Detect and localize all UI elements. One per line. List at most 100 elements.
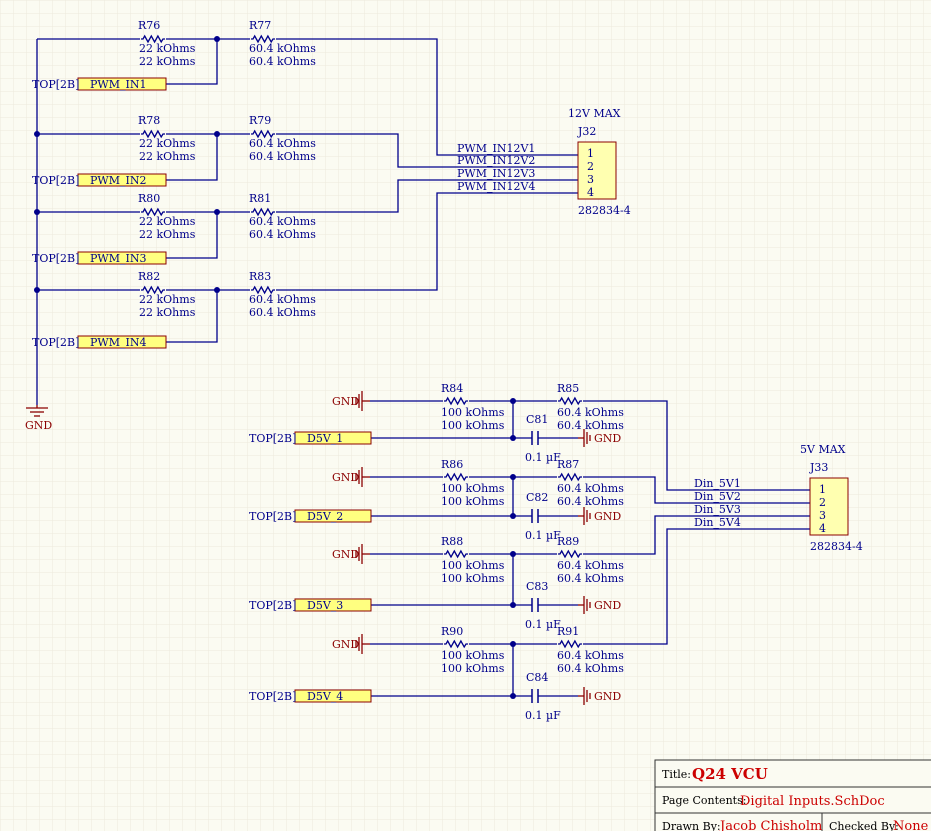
port-name: D5V_4: [307, 690, 343, 703]
resistor-value: 100 kOhms: [441, 419, 505, 432]
connector-pin: 3: [587, 173, 594, 186]
connector-header: 5V MAX: [800, 443, 846, 456]
junction-dot: [34, 131, 40, 137]
port-box: [77, 251, 167, 265]
net-label: PWM_IN12V2: [457, 154, 535, 167]
gnd-label: GND: [594, 432, 621, 445]
wire: [276, 192, 578, 291]
port-sheet-label: TOP[2B]: [249, 599, 296, 612]
checked-by-label: Checked By:: [829, 820, 899, 831]
net-label: Din_5V1: [694, 477, 741, 490]
resistor-symbol: [141, 34, 165, 44]
resistor-value: 100 kOhms: [441, 559, 505, 572]
cap-value: 0.1 µF: [525, 529, 561, 542]
resistor-symbol: [558, 549, 582, 559]
port-sheet-label: TOP[2B]: [32, 336, 79, 349]
net-label: Din_5V4: [694, 516, 741, 529]
resistor-value: 60.4 kOhms: [557, 482, 624, 495]
title-block: Title: Q24 VCU Page Contents: Digital In…: [654, 759, 931, 831]
cap-ref: C81: [526, 413, 548, 426]
port-box: [77, 335, 167, 349]
resistor-value: 22 kOhms: [139, 137, 196, 150]
connector-pin: 4: [587, 186, 594, 199]
gnd-label: GND: [332, 638, 359, 651]
gnd-label: GND: [594, 510, 621, 523]
port-sheet-label: TOP[2B]: [32, 78, 79, 91]
title-label: Title:: [662, 768, 691, 781]
resistor-ref: R87: [557, 458, 579, 471]
connector-ref: J33: [809, 461, 828, 474]
wire: [583, 515, 810, 555]
connector-body: [809, 477, 849, 536]
cap-ref: C82: [526, 491, 548, 504]
port-box: [294, 598, 372, 612]
resistor-symbol: [251, 129, 275, 139]
wire: [276, 38, 578, 156]
wire: [166, 134, 218, 181]
net-label: PWM_IN12V4: [457, 180, 535, 193]
port-name: PWM_IN2: [90, 174, 146, 187]
resistor-value: 60.4 kOhms: [557, 495, 624, 508]
resistor-symbol: [251, 207, 275, 217]
wire: [583, 528, 810, 645]
wire: [276, 133, 578, 168]
port-sheet-label: TOP[2B]: [249, 510, 296, 523]
resistor-value: 22 kOhms: [139, 228, 196, 241]
connector-pin: 1: [819, 483, 826, 496]
resistor-value: 60.4 kOhms: [249, 42, 316, 55]
resistor-ref: R79: [249, 114, 271, 127]
connector-pin: 2: [819, 496, 826, 509]
cap-ref: C83: [526, 580, 548, 593]
resistor-value: 60.4 kOhms: [249, 228, 316, 241]
port-sheet-label: TOP[2B]: [249, 690, 296, 703]
resistor-symbol: [444, 472, 468, 482]
port-sheet-label: TOP[2B]: [249, 432, 296, 445]
resistor-ref: R78: [138, 114, 160, 127]
page-contents-value: Digital Inputs.SchDoc: [740, 794, 885, 809]
connector-part: 282834-4: [578, 204, 631, 217]
resistor-value: 60.4 kOhms: [557, 559, 624, 572]
net-label: Din_5V3: [694, 503, 741, 516]
resistor-value: 22 kOhms: [139, 293, 196, 306]
wires: [34, 36, 810, 699]
resistor-ref: R84: [441, 382, 463, 395]
resistor-value: 60.4 kOhms: [249, 55, 316, 68]
resistor-value: 100 kOhms: [441, 649, 505, 662]
connector-ref: J32: [577, 125, 596, 138]
resistor-value: 22 kOhms: [139, 215, 196, 228]
resistor-value: 60.4 kOhms: [557, 662, 624, 675]
connector-pin: 2: [587, 160, 594, 173]
resistor-ref: R77: [249, 19, 271, 32]
drawn-by-label: Drawn By:: [662, 820, 721, 831]
wire: [276, 179, 578, 213]
port-box: [294, 431, 372, 445]
resistor-ref: R85: [557, 382, 579, 395]
port-box: [294, 689, 372, 703]
resistor-symbol: [141, 129, 165, 139]
resistor-symbol: [444, 639, 468, 649]
resistor-value: 100 kOhms: [441, 572, 505, 585]
resistor-value: 100 kOhms: [441, 482, 505, 495]
resistor-value: 60.4 kOhms: [249, 137, 316, 150]
port-sheet-label: TOP[2B]: [32, 174, 79, 187]
port-box: [77, 77, 167, 91]
gnd-label: GND: [332, 395, 359, 408]
resistor-ref: R81: [249, 192, 271, 205]
resistor-symbol: [558, 396, 582, 406]
resistor-value: 60.4 kOhms: [557, 406, 624, 419]
resistor-value: 60.4 kOhms: [249, 150, 316, 163]
resistor-value: 22 kOhms: [139, 306, 196, 319]
resistor-value: 100 kOhms: [441, 662, 505, 675]
resistor-symbol: [558, 639, 582, 649]
wire: [166, 212, 218, 259]
resistor-ref: R82: [138, 270, 160, 283]
cap-value: 0.1 µF: [525, 451, 561, 464]
cap-value: 0.1 µF: [525, 709, 561, 722]
gnd-label: GND: [594, 690, 621, 703]
gnd-label: GND: [332, 548, 359, 561]
parts: [26, 34, 849, 705]
resistor-ref: R83: [249, 270, 271, 283]
connector-pin: 1: [587, 147, 594, 160]
